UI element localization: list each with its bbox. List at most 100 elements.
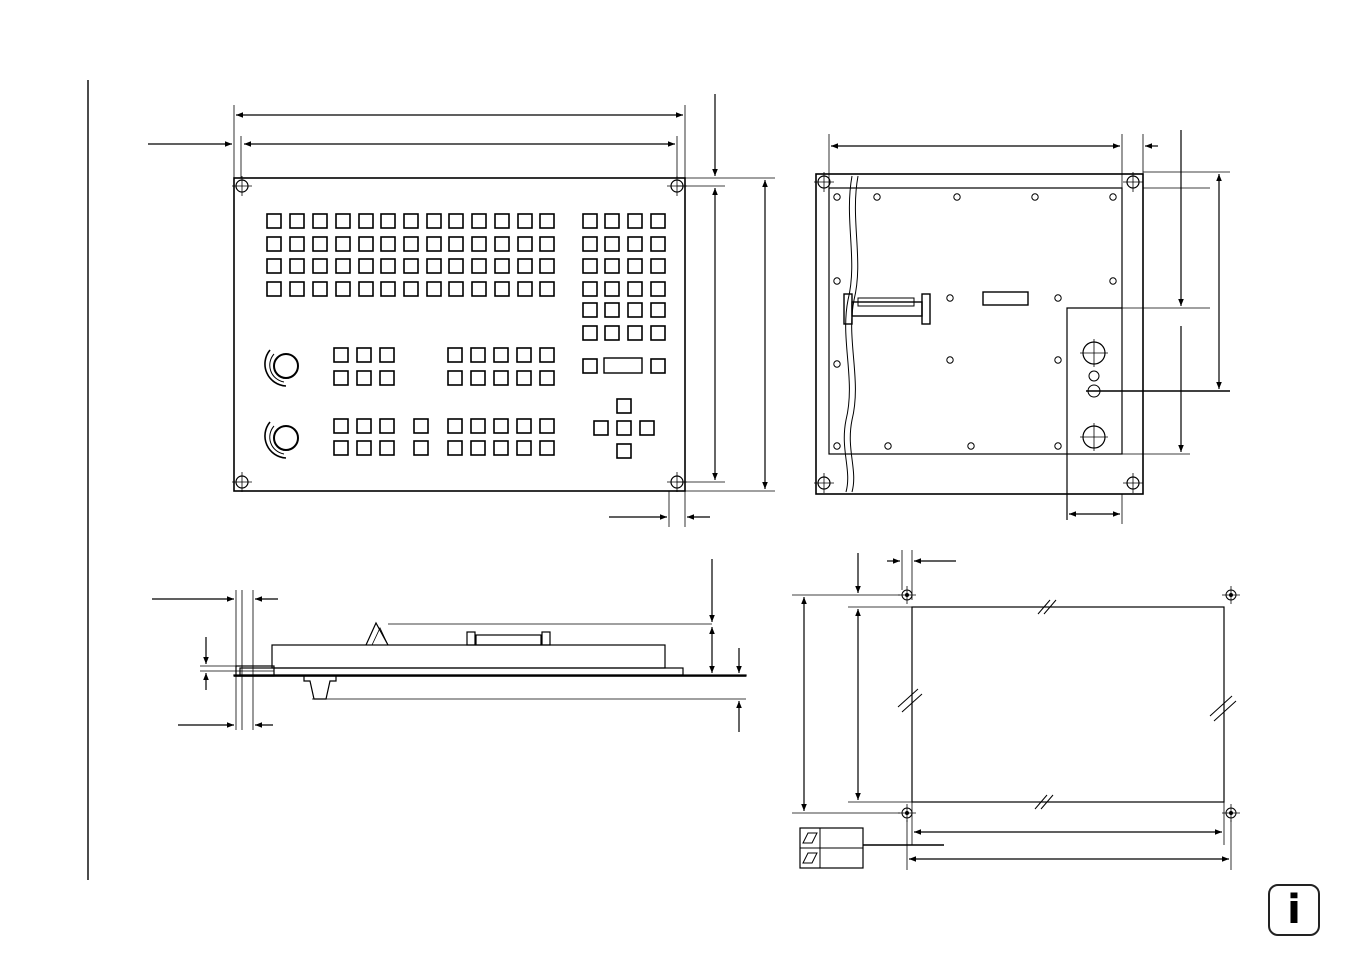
key [604, 213, 620, 229]
key [582, 358, 598, 374]
key [639, 420, 655, 436]
key [289, 236, 305, 252]
key [493, 370, 509, 386]
mounting-hole [1054, 442, 1062, 450]
key [379, 418, 395, 434]
key [358, 281, 374, 297]
key [447, 370, 463, 386]
key [413, 418, 429, 434]
key [604, 325, 620, 341]
key [470, 347, 486, 363]
key [604, 281, 620, 297]
key [403, 281, 419, 297]
key [582, 236, 598, 252]
front-panel-outline [233, 177, 686, 492]
key [471, 213, 487, 229]
key [582, 213, 598, 229]
key [650, 236, 666, 252]
key [493, 418, 509, 434]
key [471, 236, 487, 252]
cutout-outline [911, 606, 1225, 803]
key [516, 347, 532, 363]
rear-connector-left [843, 293, 931, 325]
mounting-cutout [792, 550, 1241, 870]
key [494, 213, 510, 229]
mounting-hole [946, 356, 954, 364]
key [335, 258, 351, 274]
rear-panel-outline [815, 173, 1144, 495]
key [494, 236, 510, 252]
mounting-hole [833, 442, 841, 450]
key [593, 420, 609, 436]
key [616, 443, 632, 459]
key [448, 213, 464, 229]
rear-connector-right [982, 291, 1029, 306]
key [627, 325, 643, 341]
key [333, 418, 349, 434]
key [582, 302, 598, 318]
display-slot [603, 357, 643, 374]
key [335, 213, 351, 229]
key [604, 302, 620, 318]
key [266, 213, 282, 229]
mounting-hole [967, 442, 975, 450]
knob-2 [264, 421, 299, 459]
key [335, 281, 351, 297]
key [380, 236, 396, 252]
key [604, 236, 620, 252]
key [447, 347, 463, 363]
key [516, 440, 532, 456]
key [471, 281, 487, 297]
key [312, 236, 328, 252]
key [312, 281, 328, 297]
key [539, 418, 555, 434]
key [517, 281, 533, 297]
key [493, 440, 509, 456]
mounting-hole [833, 193, 841, 201]
keyboard-side-view [152, 559, 747, 732]
key [413, 440, 429, 456]
key [582, 281, 598, 297]
key [650, 358, 666, 374]
key [627, 213, 643, 229]
key [266, 258, 282, 274]
key [266, 236, 282, 252]
key [426, 281, 442, 297]
key [627, 302, 643, 318]
key [380, 213, 396, 229]
key [650, 325, 666, 341]
info-icon[interactable]: i [1268, 884, 1320, 936]
key [356, 418, 372, 434]
mounting-hole [1054, 356, 1062, 364]
mounting-hole [884, 442, 892, 450]
keyboard-front-view [148, 94, 775, 527]
key [539, 281, 555, 297]
mounting-hole [1031, 193, 1039, 201]
key [447, 418, 463, 434]
key [379, 347, 395, 363]
key [403, 258, 419, 274]
key [517, 236, 533, 252]
key [650, 302, 666, 318]
key [358, 213, 374, 229]
mounting-hole [1054, 294, 1062, 302]
mounting-hole [953, 193, 961, 201]
keyboard-rear-view [813, 130, 1230, 524]
mounting-hole [946, 294, 954, 302]
key [448, 258, 464, 274]
key [582, 258, 598, 274]
key [335, 236, 351, 252]
mounting-hole [1109, 193, 1117, 201]
key [539, 236, 555, 252]
key [650, 258, 666, 274]
key [627, 258, 643, 274]
rear-mounting-holes [833, 193, 1117, 450]
key [358, 258, 374, 274]
key [493, 347, 509, 363]
key [539, 347, 555, 363]
key [266, 281, 282, 297]
key [333, 370, 349, 386]
key [356, 347, 372, 363]
key [379, 440, 395, 456]
key [356, 440, 372, 456]
